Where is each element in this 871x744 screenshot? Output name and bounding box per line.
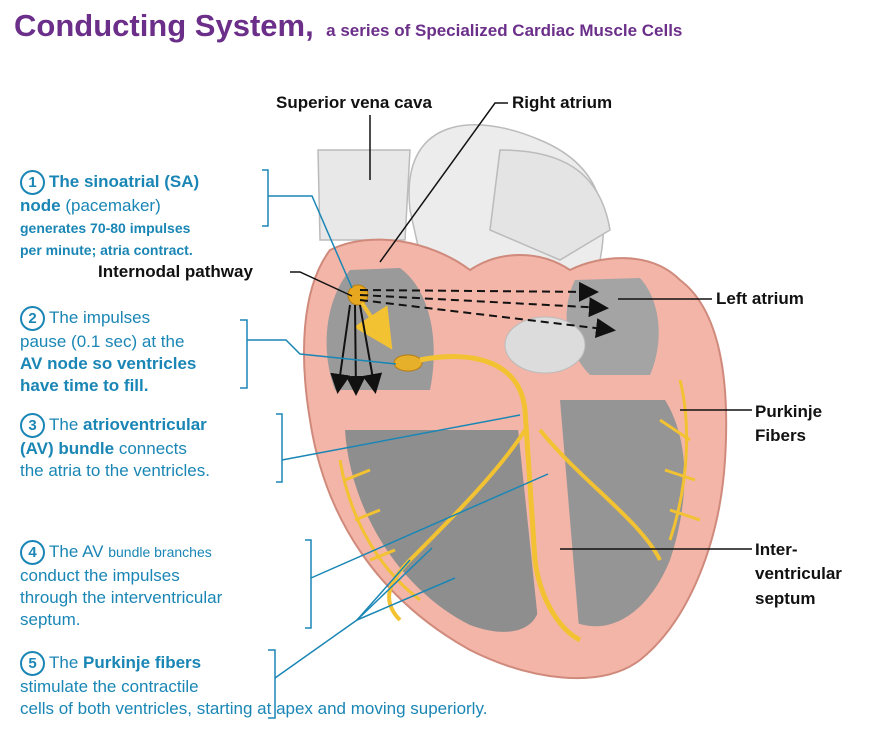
- label-septum-2: ventricular: [755, 564, 842, 583]
- step-2-text-d: have time to fill.: [20, 376, 149, 395]
- label-septum-1: Inter-: [755, 540, 798, 559]
- label-superior-vena-cava: Superior vena cava: [276, 93, 432, 112]
- leader-step5-b: [356, 547, 433, 621]
- down-arrow-1: [330, 304, 351, 394]
- title-main: Conducting System,: [14, 8, 314, 43]
- step-1-text-a: The: [49, 172, 84, 191]
- step-3-text-e: the atria to the ventricles.: [20, 461, 210, 480]
- label-internodal-pathway: Internodal pathway: [98, 262, 253, 281]
- av-bundle: [419, 354, 582, 643]
- label-left-atrium: Left atrium: [716, 289, 804, 308]
- label-purkinje-2: Fibers: [755, 426, 807, 445]
- bracket-step2: [240, 319, 248, 389]
- title-subtitle: a series of Specialized Cardiac Muscle C…: [326, 21, 683, 40]
- valve: [504, 316, 586, 374]
- bracket-step4: [305, 539, 312, 629]
- step-3-text-b: atrioventricular: [83, 415, 207, 434]
- label-septum-3: septum: [755, 589, 816, 608]
- step-1-text-e: generates 70-80 impulses: [20, 220, 191, 236]
- internodal-arrow-3: [359, 299, 616, 339]
- step-5-text-d: cells of both ventricles, starting at ap…: [20, 699, 488, 718]
- purkinje-left: [659, 379, 701, 541]
- step-1-text-f: per minute; atria contract.: [20, 242, 193, 258]
- septum: [515, 400, 580, 640]
- label-right-atrium: Right atrium: [512, 93, 613, 112]
- step-3-text-c: (AV) bundle: [20, 439, 115, 458]
- step-4-text-a: The AV: [49, 542, 109, 561]
- step-2-number: 2: [20, 306, 45, 331]
- sa-to-av-arrow: [353, 301, 393, 350]
- leader-step5-a: [356, 559, 411, 621]
- step-1-number: 1: [20, 170, 45, 195]
- figure-title: Conducting System, a series of Specializ…: [14, 8, 682, 44]
- leader-step5: [274, 619, 358, 679]
- step-2-text-a: The impulses: [49, 308, 151, 327]
- internodal-arrow-2: [359, 294, 609, 318]
- leader-step2: [247, 339, 397, 365]
- step-1-text-b: sinoatrial (SA): [83, 172, 200, 191]
- bracket-step3: [276, 413, 283, 483]
- step-2-text-b: pause (0.1 sec) at the: [20, 332, 185, 351]
- step-4-text-d: through the interventricular: [20, 588, 223, 607]
- pulmonary-trunk: [489, 149, 611, 261]
- step-1-text-d: (pacemaker): [60, 196, 161, 215]
- bracket-step5: [268, 649, 276, 719]
- leader-step1: [268, 195, 353, 289]
- down-arrow-2: [345, 304, 366, 396]
- purkinje-right: [338, 459, 421, 602]
- step-4-text-b: bundle branches: [108, 544, 212, 560]
- right-ventricle-chamber: [345, 430, 540, 632]
- superior-vena-cava: [317, 149, 411, 241]
- step-4-text-e: septum.: [20, 610, 81, 629]
- step-3-number: 3: [20, 413, 45, 438]
- step-3-text-a: The: [49, 415, 84, 434]
- step-5-number: 5: [20, 651, 45, 676]
- step-3-text-d: connects: [114, 439, 187, 458]
- leader-internodal: [290, 271, 353, 297]
- step-5-text-c: stimulate the contractile: [20, 677, 199, 696]
- leader-step5-c: [356, 577, 456, 621]
- step-4-text-c: conduct the impulses: [20, 566, 180, 585]
- down-arrow-3: [359, 304, 383, 394]
- step-4-number: 4: [20, 540, 45, 565]
- label-purkinje-1: Purkinje: [755, 402, 823, 421]
- right-bundle-branch: [387, 428, 527, 622]
- leader-step4: [310, 473, 549, 579]
- internodal-arrow-1: [359, 281, 599, 302]
- step-5-text-a: The: [49, 653, 84, 672]
- bracket-step1: [262, 169, 269, 227]
- leader-step3: [281, 414, 521, 461]
- step-1-text-c: node: [20, 196, 61, 215]
- leader-right-atrium: [379, 102, 508, 263]
- left-bundle-branch: [538, 428, 662, 561]
- step-2-text-c: AV node so ventricles: [20, 354, 197, 373]
- step-5-text-b: Purkinje fibers: [83, 653, 202, 672]
- av-node: [393, 354, 423, 372]
